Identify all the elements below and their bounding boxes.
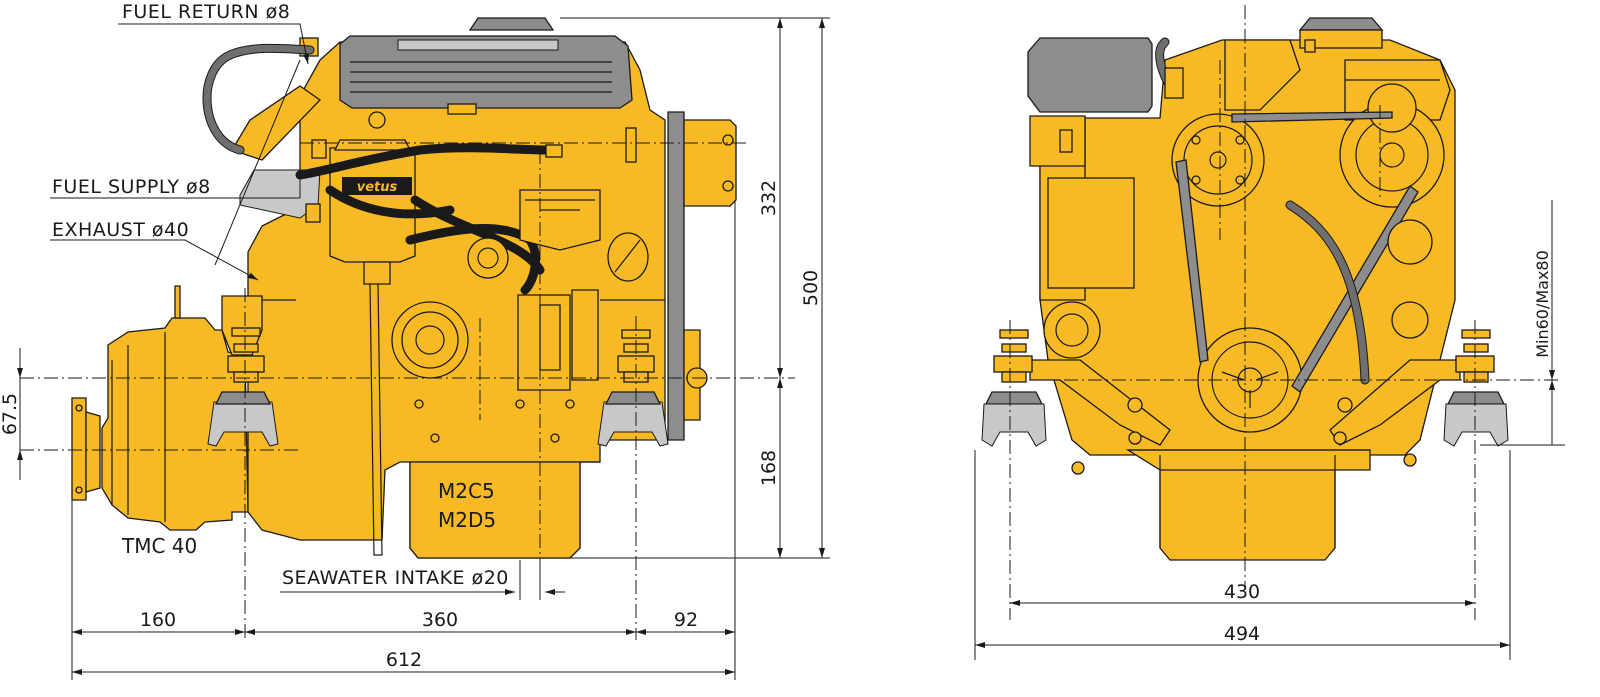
brand-logo: vetus	[357, 180, 398, 195]
engine-model-label-1: M2C5	[438, 479, 495, 503]
dim-total-height: 500	[800, 270, 822, 306]
gearbox-model-label: TMC 40	[121, 534, 197, 558]
engine-model-label-2: M2D5	[438, 508, 496, 532]
dim-shaft-offset: 67.5	[0, 393, 21, 435]
engine-block-front	[1027, 17, 1461, 561]
dim-upper-height: 332	[758, 180, 780, 216]
dim-gearbox-length: 160	[140, 609, 176, 631]
side-view: vetus	[17, 17, 830, 680]
fuel-return-label: FUEL RETURN ø8	[122, 1, 290, 23]
dim-front-overhang: 92	[674, 609, 698, 631]
front-view	[974, 5, 1565, 660]
dim-engine-length: 360	[422, 609, 458, 631]
seawater-intake-label: SEAWATER INTAKE ø20	[282, 567, 509, 589]
dim-total-width: 494	[1224, 623, 1260, 645]
dim-mount-spacing: 430	[1224, 581, 1260, 603]
dim-lower-height: 168	[758, 450, 780, 486]
engine-block-side: vetus	[202, 17, 737, 559]
dim-mount-height: Min60/Max80	[1533, 250, 1552, 358]
front-mount-right	[1443, 329, 1509, 447]
gearbox	[71, 285, 249, 531]
brand-logo-plate	[342, 177, 412, 195]
side-mount-rear	[207, 295, 279, 447]
front-mount-left	[981, 329, 1047, 447]
fuel-supply-label: FUEL SUPPLY ø8	[52, 176, 211, 198]
dim-total-length: 612	[386, 649, 422, 671]
exhaust-label: EXHAUST ø40	[52, 219, 189, 241]
